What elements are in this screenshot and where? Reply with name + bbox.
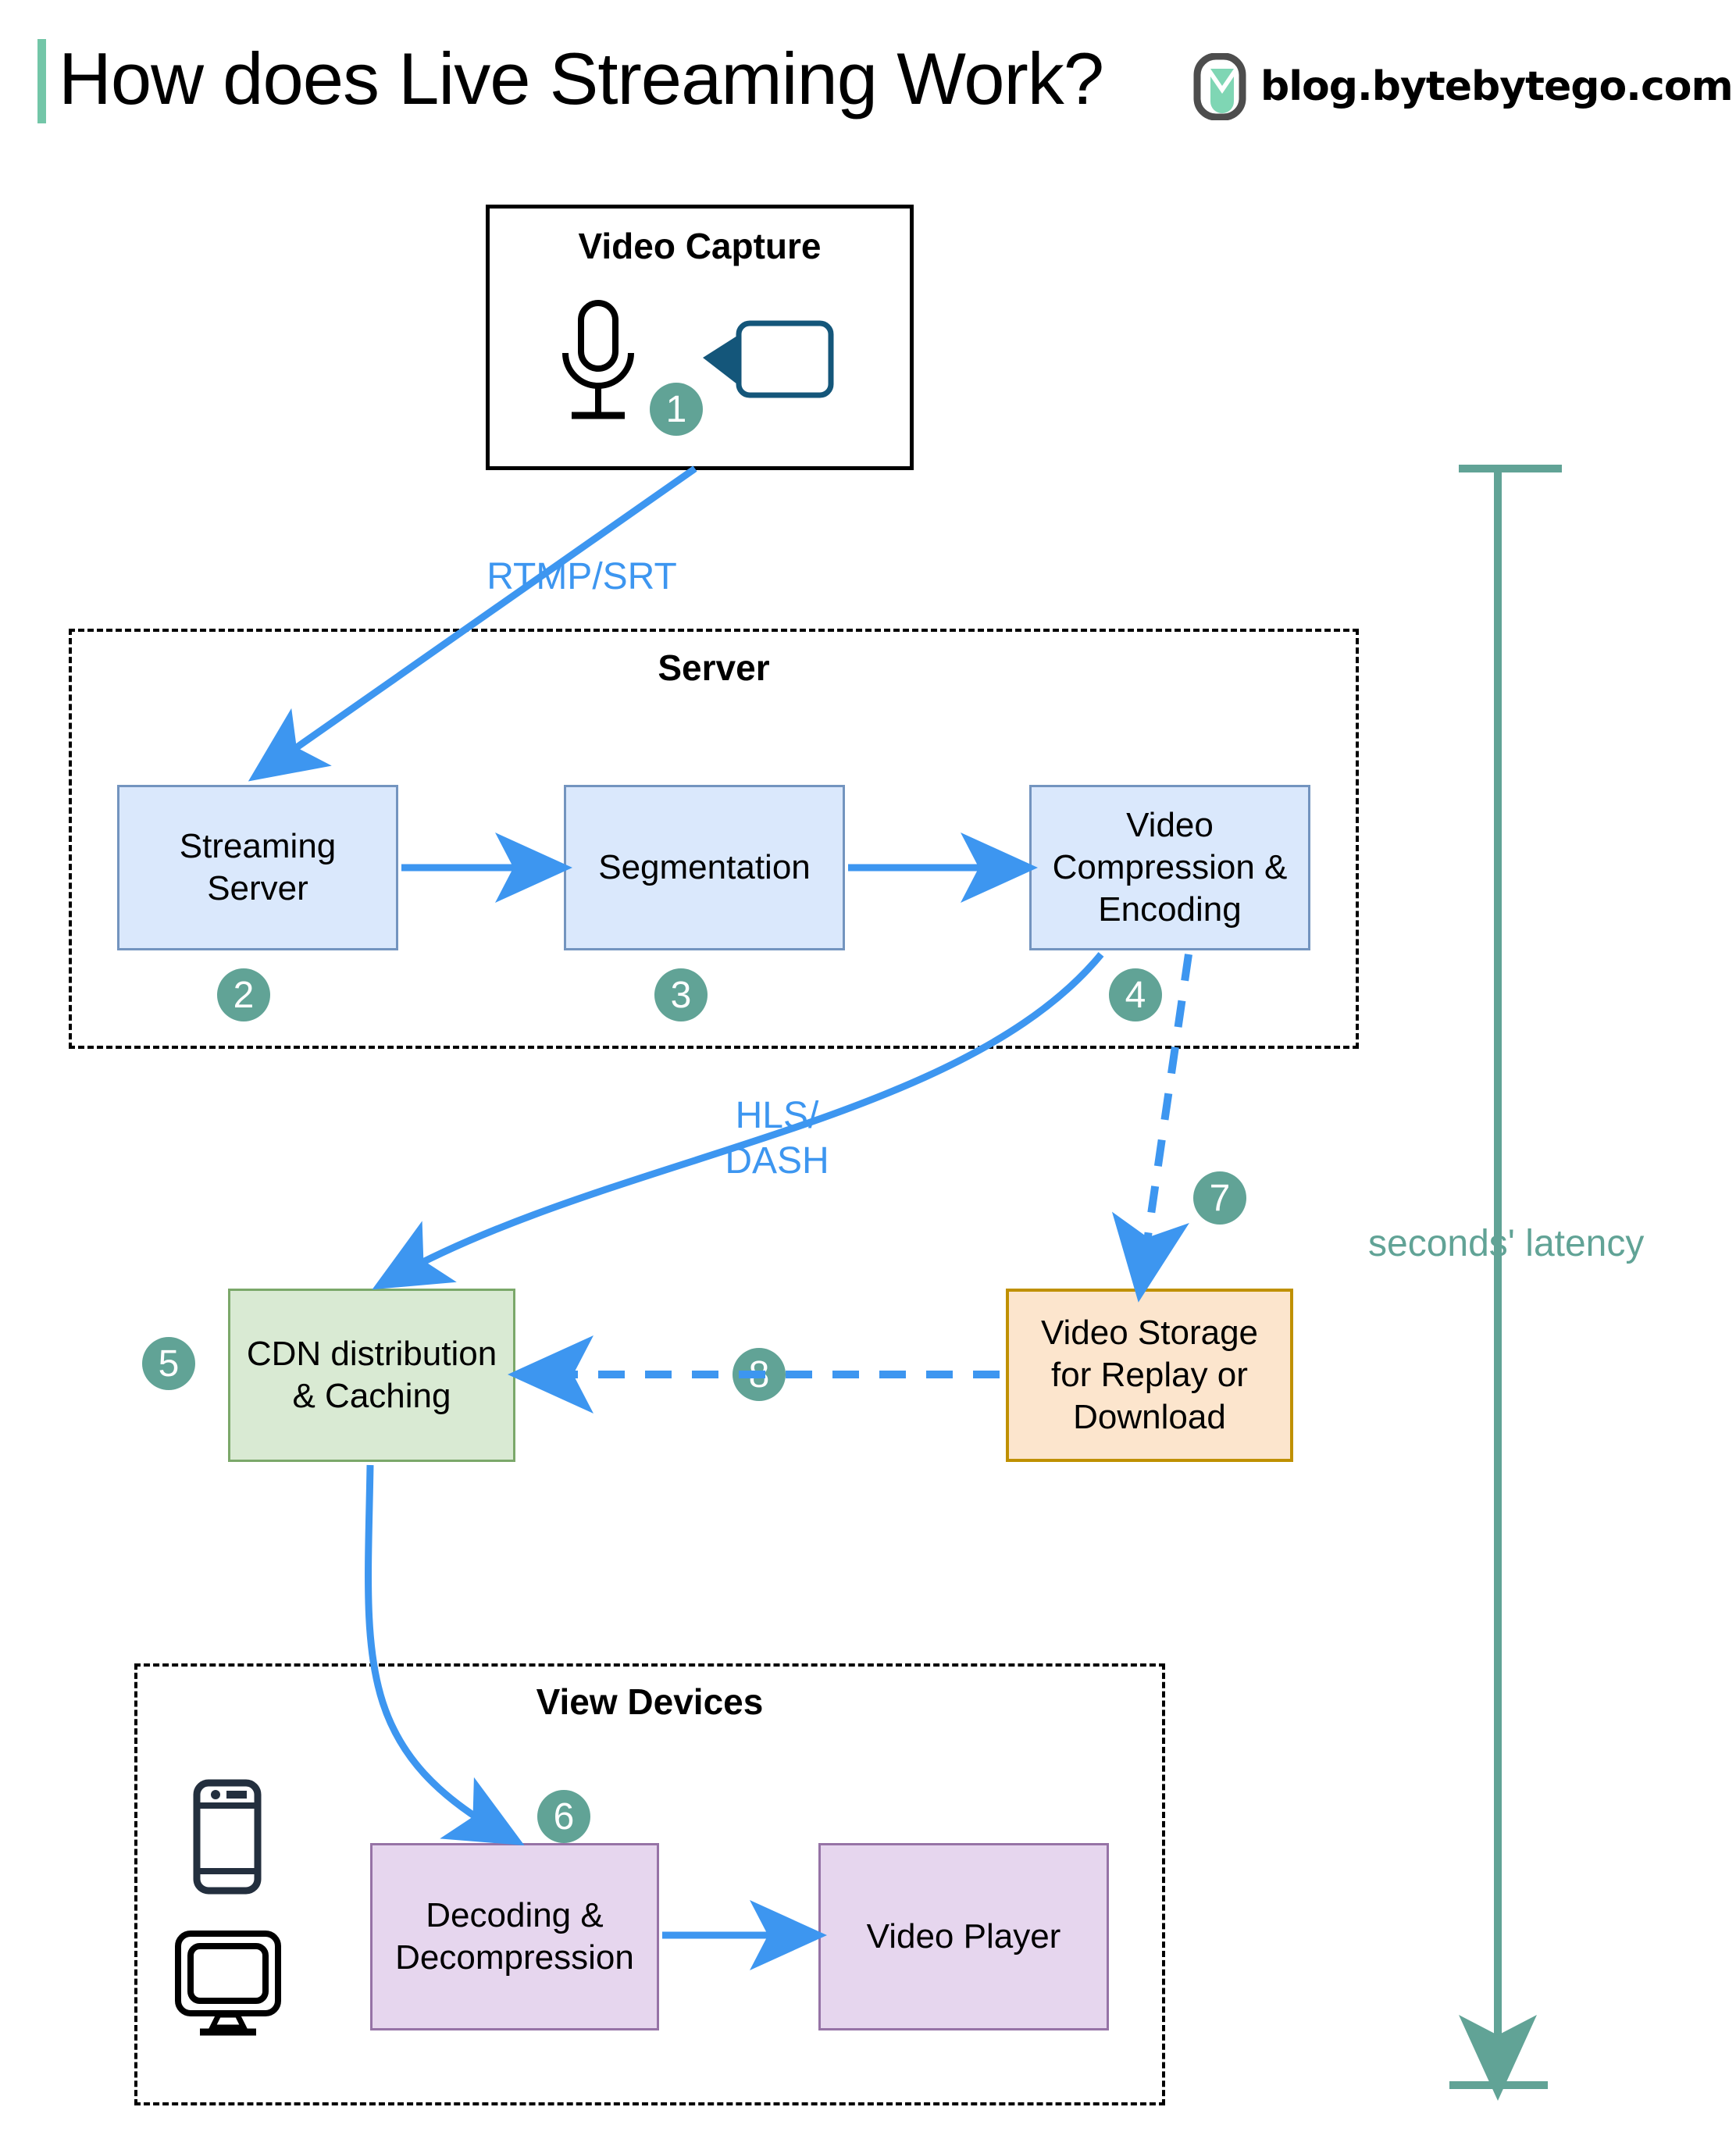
brand-url-label: blog.bytebytego.com: [1260, 63, 1734, 110]
node-cdn-distribution-label: CDN distribution & Caching: [246, 1335, 497, 1415]
video-capture-group: [486, 205, 914, 470]
step-badge-2: 2: [217, 968, 270, 1021]
node-segmentation-label: Segmentation: [598, 848, 811, 886]
bytebytego-logo-icon: [1193, 52, 1249, 121]
microphone-icon: [547, 297, 648, 433]
server-group-title: Server: [658, 647, 770, 688]
node-video-player[interactable]: Video Player: [818, 1843, 1109, 2030]
step-badge-6: 6: [537, 1790, 590, 1843]
view-devices-title: View Devices: [536, 1681, 764, 1722]
edge-label-hls-dash: HLS/ DASH: [725, 1095, 829, 1182]
brand-badge: blog.bytebytego.com: [1193, 52, 1734, 121]
step-badge-1: 1: [650, 383, 703, 436]
node-video-compression-encoding[interactable]: Video Compression & Encoding: [1029, 785, 1310, 950]
page-title: How does Live Streaming Work?: [59, 37, 1104, 119]
node-video-storage[interactable]: Video Storage for Replay or Download: [1006, 1289, 1293, 1462]
step-badge-4: 4: [1109, 968, 1162, 1021]
node-video-compression-encoding-label: Video Compression & Encoding: [1052, 806, 1288, 929]
step-badge-8: 8: [733, 1348, 786, 1401]
mobile-phone-icon: [192, 1779, 262, 1898]
node-decoding-decompression[interactable]: Decoding & Decompression: [370, 1843, 659, 2030]
video-capture-title: Video Capture: [578, 226, 822, 266]
node-segmentation[interactable]: Segmentation: [564, 785, 845, 950]
node-cdn-distribution[interactable]: CDN distribution & Caching: [228, 1289, 515, 1462]
node-streaming-server[interactable]: Streaming Server: [117, 785, 398, 950]
view-devices-group: [134, 1663, 1165, 2105]
node-video-player-label: Video Player: [866, 1917, 1061, 1956]
step-badge-3: 3: [654, 968, 708, 1021]
latency-label: seconds' latency: [1368, 1223, 1645, 1264]
node-video-storage-label: Video Storage for Replay or Download: [1040, 1314, 1259, 1436]
desktop-monitor-icon: [173, 1929, 283, 2042]
node-streaming-server-label: Streaming Server: [179, 827, 337, 907]
step-badge-7: 7: [1193, 1171, 1246, 1225]
video-camera-icon: [690, 312, 839, 410]
title-accent-bar: [37, 39, 46, 123]
step-badge-5: 5: [142, 1337, 195, 1390]
node-decoding-decompression-label: Decoding & Decompression: [395, 1896, 634, 1977]
page-header: How does Live Streaming Work? blog.byteb…: [0, 0, 1736, 156]
edge-label-rtmp-srt: RTMP/SRT: [487, 556, 677, 597]
